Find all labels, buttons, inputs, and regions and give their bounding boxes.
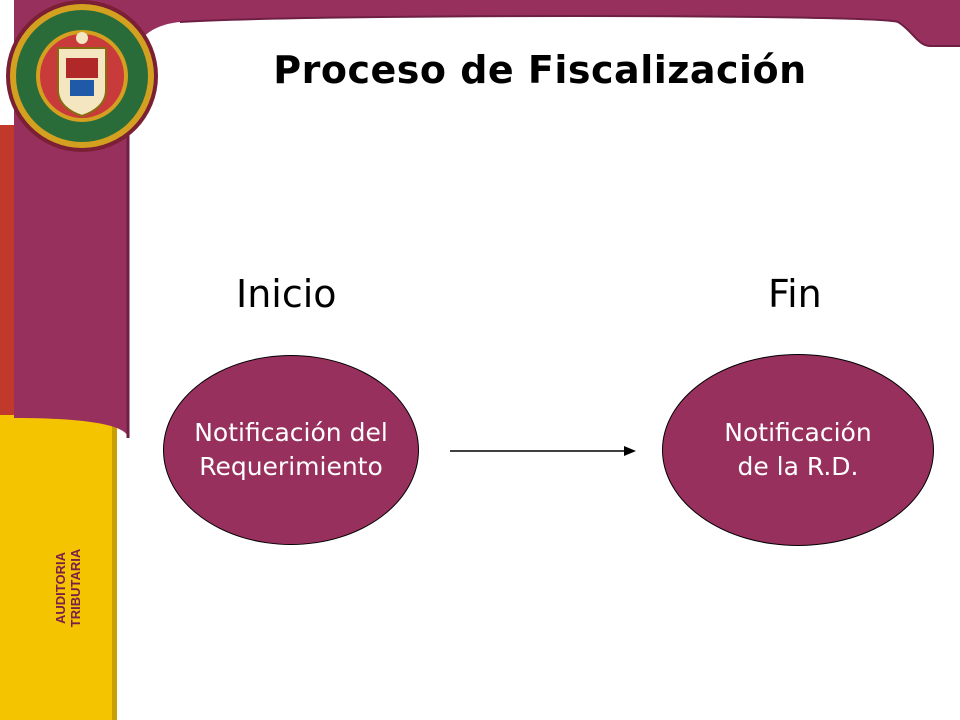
sidebar-gold-band [0, 410, 116, 720]
node-start: Notificación del Requerimiento [163, 355, 419, 545]
end-label: Fin [768, 272, 822, 316]
sidebar-caption: AUDITORIA TRIBUTARIA [53, 549, 83, 627]
slide-title: Proceso de Fiscalización [273, 48, 807, 92]
node-start-line1: Notificación del [194, 418, 388, 447]
node-end: Notificación de la R.D. [662, 354, 934, 546]
sidebar-caption-line2: TRIBUTARIA [68, 548, 83, 628]
flow-arrow [450, 446, 636, 456]
logo-seal [6, 0, 158, 152]
node-start-line2: Requerimiento [199, 452, 383, 481]
sidebar-red-strip [0, 125, 14, 415]
node-end-line1: Notificación [724, 418, 872, 447]
node-end-line2: de la R.D. [737, 452, 859, 481]
sidebar-caption-line1: AUDITORIA [53, 552, 68, 624]
start-label: Inicio [236, 272, 337, 316]
